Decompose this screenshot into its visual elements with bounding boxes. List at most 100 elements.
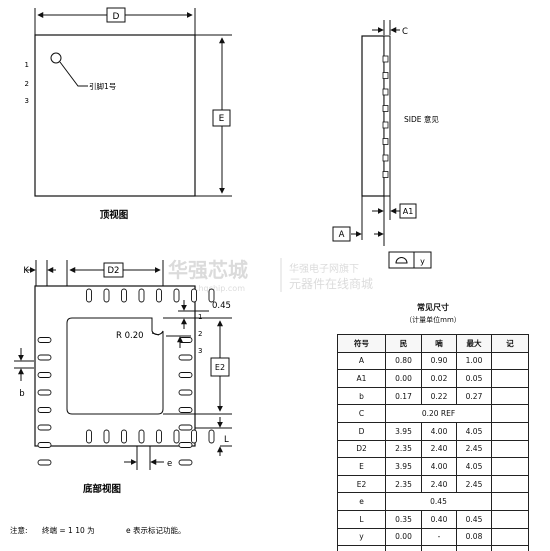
cell-max: 0.27: [456, 386, 492, 406]
watermark-brand: 华强芯城: [168, 258, 248, 282]
top-view-caption: 顶视图: [100, 209, 129, 221]
dim-box-d2: [103, 262, 124, 278]
pad-bottom: [208, 429, 215, 444]
watermark-line2: 元器件在线商城: [289, 276, 373, 291]
pad-left: [37, 424, 52, 431]
watermark-line1: 华强电子网旗下: [289, 262, 359, 275]
cell-symbol: D2: [337, 439, 386, 459]
pad-right: [178, 337, 193, 343]
cell-nom: 0.40: [421, 509, 457, 529]
cell-symbol: A1: [337, 369, 386, 388]
dim-label-d2: D2: [108, 266, 120, 276]
cell-min: 3.95: [385, 457, 422, 476]
side-lead: [382, 72, 389, 79]
pin1-leader: [59, 61, 88, 87]
dim-label-e-pitch: e: [167, 459, 172, 469]
pin-number-2: 2: [25, 80, 29, 88]
cell-max: 2.45: [456, 439, 492, 459]
cell-min: 0.20: [385, 545, 422, 551]
side-lead: [382, 154, 389, 162]
cell-symbol: E2: [337, 474, 386, 494]
note-pin-count: 终端 = 1 10 为: [42, 525, 95, 535]
cell-nom: 0.90: [421, 351, 457, 371]
pad-right: [178, 442, 193, 448]
pad-left: [37, 442, 52, 448]
pad-top: [191, 288, 197, 303]
cell-note: [491, 509, 529, 529]
bottom-view: K D2 0.45 R 0.20 1 2 3 E2 b: [14, 260, 232, 495]
cell-max: 0.45: [456, 509, 492, 529]
pad-bottom: [86, 429, 92, 444]
col-header-nom: 喃: [421, 334, 457, 353]
pad-bottom: [173, 429, 180, 444]
cell-max: 2.45: [456, 474, 492, 494]
side-lead: [382, 138, 389, 145]
dim-box-e: [212, 109, 231, 127]
side-view-caption: SIDE 意见: [404, 114, 439, 124]
cell-symbol: y: [337, 527, 386, 547]
cell-symbol: K: [337, 545, 386, 551]
pin1-marker-circle: [50, 52, 62, 64]
col-header-max: 最大: [456, 334, 492, 353]
dim-label-e: E: [219, 114, 225, 124]
cell-note: [491, 492, 529, 511]
dim-label-e2: E2: [215, 363, 225, 372]
cell-note: [491, 457, 529, 476]
pin1-label: 引脚1号: [89, 81, 116, 91]
pin-number-3-bottom: 3: [198, 347, 202, 355]
cell-symbol: E: [337, 457, 386, 476]
cell-nom: -: [421, 545, 457, 551]
pad-left: [37, 372, 52, 378]
cell-min: 2.35: [385, 474, 422, 494]
cell-note: [491, 527, 529, 547]
cell-nom: 4.00: [421, 457, 457, 476]
cell-note: [491, 474, 529, 494]
cell-max: 0.05: [456, 369, 492, 388]
cell-value-span: 0.45: [385, 492, 492, 511]
dim-label-c: C: [402, 27, 408, 37]
pad-bottom: [138, 429, 145, 444]
notes: 注意: 终端 = 1 10 为 e 表示标记功能。: [10, 525, 186, 535]
pad-right: [178, 372, 193, 378]
col-header-min: 民: [385, 334, 422, 353]
cell-min: 0.00: [385, 527, 422, 547]
pad-bottom: [121, 429, 127, 444]
cell-min: 0.35: [385, 509, 422, 529]
dim-label-a1: A1: [403, 207, 414, 216]
pad-bottom: [156, 429, 162, 444]
side-view: C SIDE 意见 A1 A y: [332, 20, 439, 269]
cell-nom: 0.02: [421, 369, 457, 388]
cell-symbol: b: [337, 386, 386, 406]
pin-number-2-bottom: 2: [198, 330, 202, 338]
cell-note: [491, 351, 529, 371]
cell-symbol: e: [337, 492, 386, 511]
cell-min: 2.35: [385, 439, 422, 459]
cell-min: 0.00: [385, 369, 422, 388]
pin-number-1: 1: [25, 61, 29, 69]
dim-label-corner-radius: R 0.20: [116, 331, 144, 341]
cell-nom: 0.22: [421, 386, 457, 406]
table-row: K0.20--: [337, 545, 529, 551]
pad-left: [37, 337, 52, 343]
pad-left: [37, 389, 52, 396]
col-header-note: 记: [491, 334, 529, 353]
cell-nom: 2.40: [421, 474, 457, 494]
dim-box-e2: [210, 357, 230, 377]
pad-top: [103, 288, 110, 303]
cell-value-span: 0.20 REF: [385, 404, 492, 423]
cell-note: [491, 369, 529, 388]
lead-frame-side: [383, 35, 391, 197]
side-lead: [382, 55, 389, 63]
dim-box-a: [332, 226, 351, 242]
pin-number-3: 3: [25, 97, 29, 105]
cell-symbol: L: [337, 509, 386, 529]
side-leads: [382, 55, 389, 178]
tolerance-value: y: [420, 257, 425, 266]
cell-symbol: D: [337, 421, 386, 441]
